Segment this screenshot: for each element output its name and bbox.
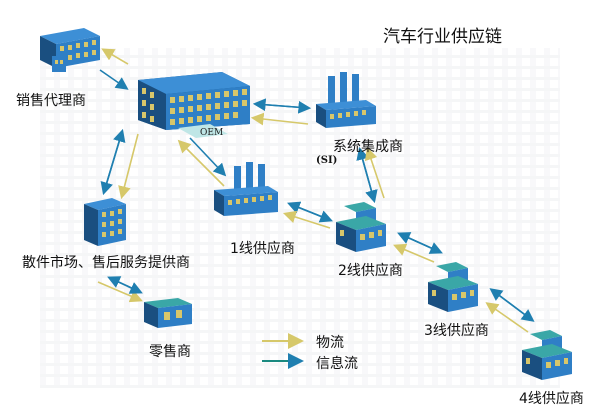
info-arrow	[107, 276, 141, 293]
system-integrator-factory-icon	[316, 72, 376, 128]
material-arrow	[101, 48, 129, 65]
info-arrow	[397, 232, 441, 253]
retailer-label: 零售商	[149, 344, 191, 360]
tier3-warehouse-icon	[428, 262, 478, 312]
material-arrow	[118, 133, 139, 200]
material-arrow	[97, 281, 143, 303]
material-arrow	[485, 302, 529, 333]
tier3-label: 3线供应商	[424, 323, 489, 339]
info-arrow	[252, 98, 309, 112]
material-arrow	[393, 243, 435, 263]
material-arrow	[250, 112, 309, 126]
tier4-warehouse-icon	[522, 330, 572, 380]
tier4-label: 4线供应商	[519, 391, 584, 407]
material-arrow	[177, 139, 225, 187]
material-arrow	[364, 146, 385, 199]
oem-label: OEM	[200, 128, 224, 138]
info-arrow	[189, 137, 227, 177]
legend-material-label: 物流	[316, 335, 344, 351]
dealer-label: 销售代理商	[16, 93, 86, 109]
retailer-shop-icon	[144, 298, 192, 328]
info-arrow	[287, 201, 331, 221]
tier1-factory-icon	[214, 162, 278, 216]
aftermarket-building-icon	[84, 198, 126, 246]
si-abbr-label: (SI)	[316, 155, 338, 166]
material-arrow	[282, 210, 331, 229]
info-arrow	[99, 69, 129, 90]
info-arrow	[356, 146, 375, 201]
oem-building-icon	[138, 72, 250, 138]
system-integrator-label: 系统集成商	[333, 139, 403, 155]
legend-info-label: 信息流	[316, 356, 358, 372]
dealer-building-icon	[40, 28, 100, 72]
diagram-title: 汽车行业供应链	[383, 27, 502, 47]
tier1-label: 1线供应商	[230, 241, 295, 257]
info-arrow	[489, 288, 533, 321]
aftermarket-label: 散件市场、售后服务提供商	[22, 255, 190, 271]
info-arrow	[103, 128, 126, 193]
tier2-label: 2线供应商	[338, 263, 403, 279]
tier2-warehouse-icon	[336, 202, 386, 252]
